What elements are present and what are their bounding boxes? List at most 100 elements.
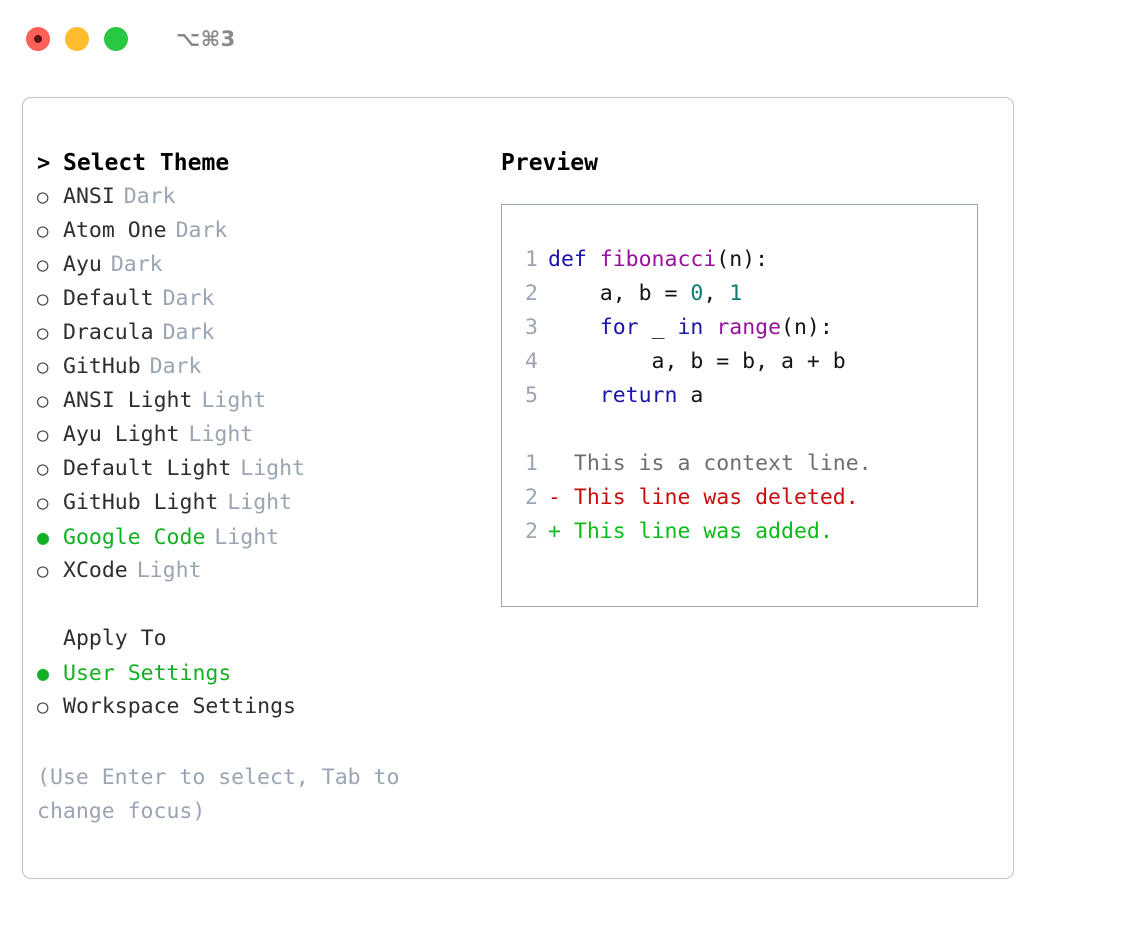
theme-kind-badge: Light [188,422,254,447]
theme-name-label: Ayu [63,252,102,277]
theme-list-item[interactable]: ○ GitHub Dark [37,350,497,384]
radio-unselected-icon: ○ [37,186,49,208]
code-token: a, b = b, a + b [548,349,846,374]
theme-kind-badge: Light [136,558,202,583]
code-token: a [677,383,704,408]
code-token: def [548,247,600,272]
theme-name-label: Default Light [63,456,232,481]
traffic-light-group [26,27,128,51]
apply-to-label: Apply To [63,626,167,651]
radio-unselected-icon: ○ [37,356,49,378]
theme-kind-badge: Dark [123,184,176,209]
theme-kind-badge: Dark [149,354,202,379]
keyboard-hint-text: (Use Enter to select, Tab to change focu… [37,765,400,824]
radio-unselected-icon: ○ [37,220,49,242]
diff-line: 2- This line was deleted. [516,481,872,515]
list-spacer [37,588,497,622]
preview-title: Preview [501,150,598,176]
theme-list-item[interactable]: ○ GitHub Light Light [37,486,497,520]
minimize-window-button[interactable] [65,27,89,51]
theme-name-label: ANSI Light [63,388,193,413]
line-number: 4 [525,349,538,374]
theme-kind-badge: Light [201,388,267,413]
apply-to-option[interactable]: ○ Workspace Settings [37,690,497,724]
apply-to-marker-spacer [37,622,63,656]
select-theme-heading-label: Select Theme [63,150,230,176]
code-line: 5 return a [516,379,872,413]
diff-line-number: 2 [525,519,538,544]
radio-unselected-icon: ○ [37,322,49,344]
theme-kind-badge: Dark [175,218,228,243]
apply-to-option-label: User Settings [63,661,232,686]
theme-list-item[interactable]: ○ Ayu Light Light [37,418,497,452]
radio-unselected-icon: ○ [37,458,49,480]
theme-list-item[interactable]: ○ Atom One Dark [37,214,497,248]
diff-text: This line was added. [560,519,833,544]
code-token: return [599,383,678,408]
line-number: 1 [525,247,538,272]
theme-kind-badge: Light [240,456,306,481]
code-token [548,383,600,408]
diff-sign: - [548,485,561,510]
line-number: 5 [525,383,538,408]
radio-unselected-icon: ○ [37,254,49,276]
theme-kind-badge: Dark [110,252,163,277]
keyboard-shortcut-label: ⌥⌘3 [176,27,236,51]
radio-selected-icon: ● [37,661,50,685]
zoom-window-button[interactable] [104,27,128,51]
code-token: for [599,315,639,340]
radio-unselected-icon: ○ [37,560,49,582]
code-token: range [716,315,782,340]
code-token: a, b = [548,281,691,306]
theme-kind-badge: Light [227,490,293,515]
close-window-button[interactable] [26,27,50,51]
code-token [548,315,600,340]
radio-unselected-icon: ○ [37,288,49,310]
apply-to-option[interactable]: ● User Settings [37,656,497,690]
apply-to-option-label: Workspace Settings [63,694,296,719]
radio-unselected-icon: ○ [37,696,49,718]
theme-list-item[interactable]: ○ ANSI Dark [37,180,497,214]
theme-kind-badge: Dark [162,286,215,311]
diff-sign: + [548,519,561,544]
theme-name-label: Ayu Light [63,422,180,447]
theme-name-label: Default [63,286,154,311]
diff-line: 2 + This line was added. [516,515,872,549]
line-number: 3 [525,315,538,340]
radio-unselected-icon: ○ [37,492,49,514]
diff-line-number: 1 [525,451,538,476]
code-token: in [677,315,704,340]
code-token: (n): [781,315,833,340]
code-token: 0 [690,281,704,306]
diff-sign [548,451,561,476]
radio-selected-icon: ● [37,525,50,549]
theme-list-item[interactable]: ○ Default Light Light [37,452,497,486]
radio-unselected-icon: ○ [37,424,49,446]
code-token: , [703,281,730,306]
theme-name-label: GitHub Light [63,490,219,515]
line-number: 2 [525,281,538,306]
diff-line: 1 This is a context line. [516,447,872,481]
theme-list-item[interactable]: ○ Ayu Dark [37,248,497,282]
theme-list-item[interactable]: ○ Default Dark [37,282,497,316]
theme-name-label: ANSI [63,184,115,209]
theme-name-label: Atom One [63,218,167,243]
code-blank-line [516,413,872,447]
apply-to-heading: Apply To [37,622,497,656]
title-bar: ⌥⌘3 [0,0,1140,78]
diff-text: This line was deleted. [560,485,859,510]
theme-name-label: GitHub [63,354,141,379]
focus-caret-icon: > [37,151,51,176]
